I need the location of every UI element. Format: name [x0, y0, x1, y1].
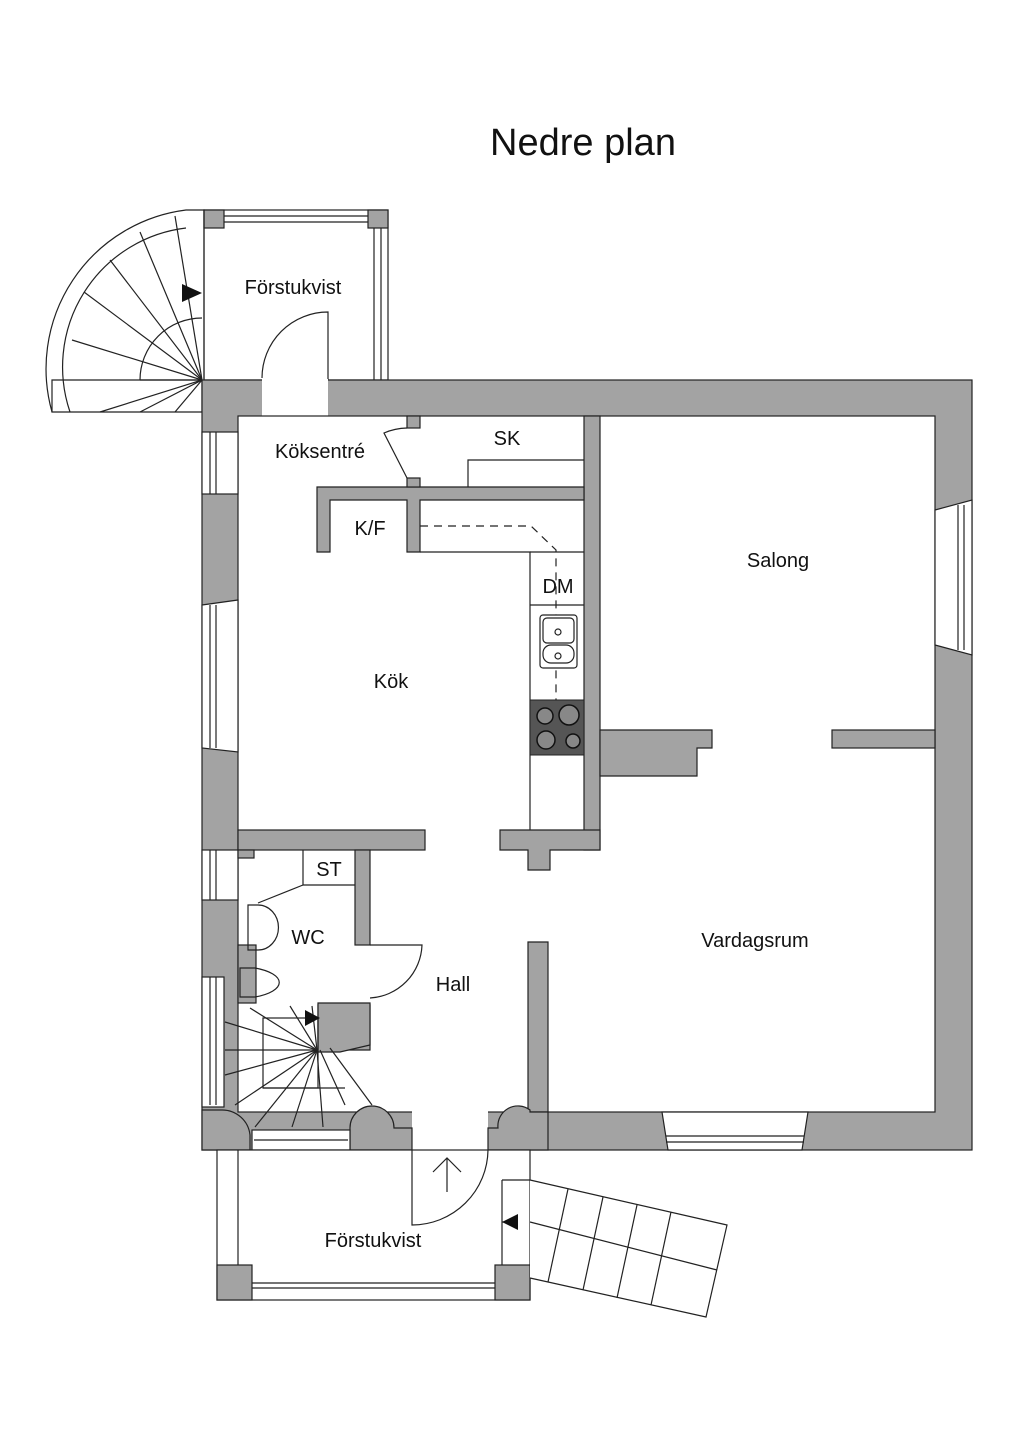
room-label-st: ST	[316, 859, 342, 881]
wc-fixtures	[239, 850, 423, 999]
room-label-hall: Hall	[436, 974, 470, 996]
window-bottom	[661, 1111, 809, 1151]
stair-window	[251, 1129, 351, 1151]
inner-stairs	[224, 1005, 373, 1128]
porch-bottom	[216, 1149, 531, 1301]
room-label-salong: Salong	[747, 550, 809, 572]
spiral-stairs	[45, 209, 205, 413]
porch-top	[203, 209, 389, 381]
outside-stairs	[502, 1179, 728, 1318]
room-label-forstukvist-bottom: Förstukvist	[325, 1230, 422, 1252]
interior-walls	[201, 415, 936, 1151]
window-right	[934, 499, 973, 656]
room-label-forstukvist-top: Förstukvist	[245, 277, 342, 299]
room-label-kf: K/F	[354, 518, 385, 540]
room-label-vardagsrum: Vardagsrum	[701, 930, 808, 952]
windows-left	[201, 431, 239, 1108]
room-label-dm: DM	[542, 576, 573, 598]
room-label-kok: Kök	[374, 671, 409, 693]
plan-title: Nedre plan	[490, 122, 676, 164]
room-label-koksentre: Köksentré	[275, 441, 365, 463]
kitchen-counter	[420, 525, 585, 830]
room-label-wc: WC	[291, 927, 324, 949]
room-label-sk: SK	[494, 428, 521, 450]
